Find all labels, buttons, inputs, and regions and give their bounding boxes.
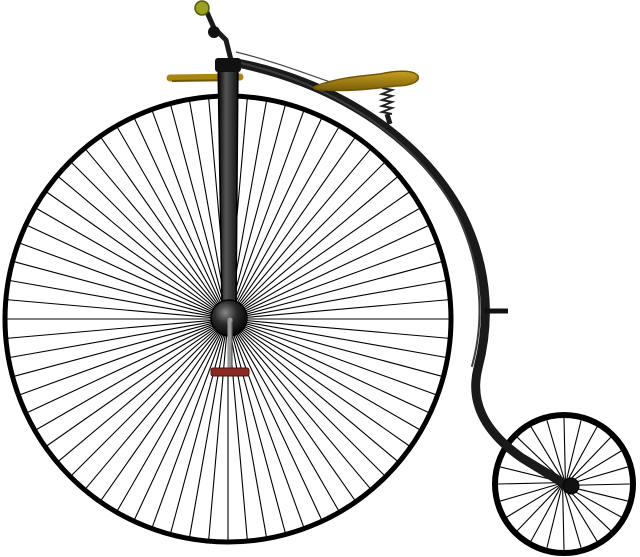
- spoke: [20, 320, 223, 396]
- spoke: [233, 318, 449, 339]
- spoke: [27, 225, 223, 317]
- spoke: [27, 321, 223, 413]
- saddle-post: [384, 113, 393, 125]
- spoke: [46, 321, 224, 447]
- spoke: [497, 482, 561, 485]
- spoke: [134, 118, 226, 314]
- spoke: [100, 137, 226, 315]
- fork-crown: [215, 58, 241, 72]
- stem-joint: [208, 26, 220, 38]
- spoke: [562, 487, 565, 551]
- spoke: [170, 324, 227, 533]
- spoke: [563, 417, 566, 481]
- spoke: [231, 323, 371, 489]
- spoke: [232, 321, 410, 447]
- spoke: [14, 261, 223, 318]
- spoke: [233, 319, 446, 358]
- spoke: [233, 242, 436, 318]
- brake-lever: [203, 7, 235, 67]
- spoke: [189, 324, 228, 537]
- spoke: [564, 487, 598, 542]
- spoke: [36, 321, 224, 430]
- spoke: [117, 127, 226, 315]
- spoke: [134, 324, 226, 520]
- spoke: [230, 324, 322, 520]
- spoke: [7, 299, 223, 320]
- spoke: [230, 137, 356, 315]
- spoke: [229, 105, 286, 314]
- spoke: [500, 483, 561, 502]
- spoke: [229, 324, 286, 533]
- spoke: [229, 324, 305, 527]
- spoke: [230, 323, 356, 501]
- saddle-stay-wire: [235, 51, 331, 83]
- spoke: [566, 426, 598, 482]
- spoke: [233, 299, 449, 320]
- spoke: [85, 149, 225, 315]
- saddle: [312, 70, 419, 92]
- spoke: [46, 191, 224, 317]
- spoke: [7, 318, 223, 339]
- spoke: [233, 225, 429, 317]
- spoke: [229, 111, 305, 314]
- spoke: [231, 322, 385, 476]
- frame-backbone: [227, 57, 573, 491]
- spoke: [232, 208, 420, 317]
- spoke: [233, 320, 442, 377]
- spoke: [232, 176, 398, 316]
- spoke: [58, 322, 224, 462]
- spoke: [233, 280, 446, 319]
- handlebar-knob-icon: [194, 0, 210, 16]
- saddle-spring: [378, 87, 396, 115]
- spoke: [567, 436, 612, 483]
- spoke: [208, 324, 229, 540]
- spoke: [100, 323, 226, 501]
- spoke: [567, 450, 622, 484]
- spoke: [232, 322, 398, 462]
- rear-wheel-rim: [492, 412, 636, 556]
- front-wheel-spokes: [7, 98, 449, 540]
- spoke: [10, 319, 223, 358]
- spoke: [231, 149, 371, 315]
- spoke: [71, 322, 225, 476]
- spoke: [546, 487, 563, 548]
- spoke: [230, 118, 322, 314]
- spoke: [151, 324, 227, 527]
- spoke: [232, 321, 420, 430]
- spoke: [233, 321, 429, 413]
- spoke: [14, 320, 223, 377]
- spoke: [563, 487, 582, 548]
- spoke: [10, 280, 223, 319]
- frame-backbone-highlight: [235, 61, 481, 367]
- spoke: [71, 162, 225, 316]
- pedal: [210, 367, 250, 377]
- spoke: [85, 323, 225, 489]
- spoke: [151, 111, 227, 314]
- spoke: [232, 191, 410, 317]
- spoke: [565, 420, 582, 481]
- spoke: [58, 176, 224, 316]
- spoke: [565, 487, 612, 532]
- spoke: [36, 208, 224, 317]
- rear-hub: [562, 477, 580, 495]
- spoke: [516, 485, 561, 532]
- front-fork: [217, 61, 239, 311]
- spoke: [530, 486, 562, 542]
- spoke: [230, 127, 339, 315]
- spoke: [117, 323, 226, 511]
- spoke: [506, 484, 561, 518]
- spoke: [530, 426, 564, 481]
- spoke: [231, 162, 385, 316]
- spoke: [228, 324, 267, 537]
- spoke: [170, 105, 227, 314]
- spoke: [546, 420, 565, 481]
- spoke: [233, 261, 442, 318]
- spoke: [233, 320, 436, 396]
- spoke: [230, 323, 339, 511]
- spoke: [20, 242, 223, 318]
